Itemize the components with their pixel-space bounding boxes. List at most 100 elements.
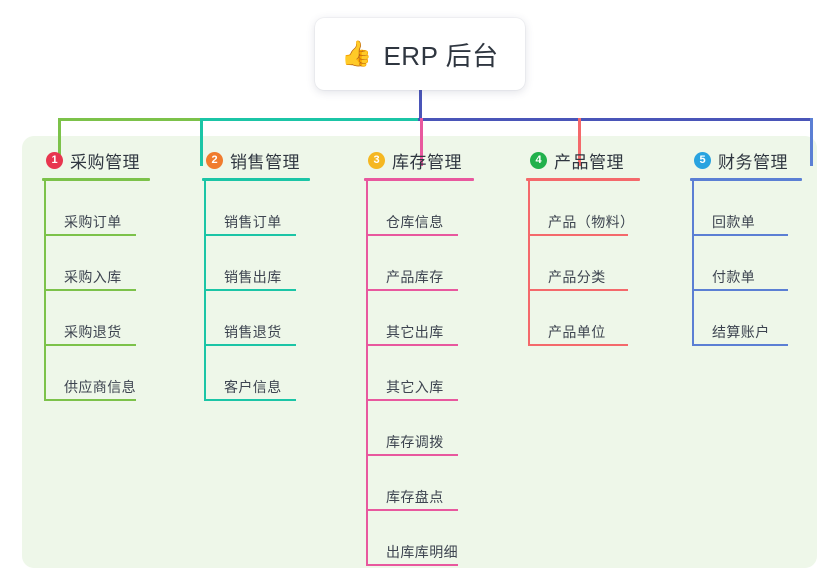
leaf-node[interactable]: 库存调拨 xyxy=(364,401,474,456)
column-rule-inventory xyxy=(364,178,474,181)
leaf-node-label: 产品分类 xyxy=(548,269,606,285)
column-rule-finance xyxy=(690,178,802,181)
leaf-node[interactable]: 仓库信息 xyxy=(364,181,474,236)
leaf-node-rule xyxy=(366,289,458,291)
leaf-node[interactable]: 产品分类 xyxy=(526,236,640,291)
leaf-node-rule xyxy=(366,399,458,401)
leaf-node-rule xyxy=(528,289,628,291)
leaf-node[interactable]: 结算账户 xyxy=(690,291,802,346)
column-items-purchase: 采购订单采购入库采购退货供应商信息 xyxy=(42,181,150,401)
leaf-node-label: 付款单 xyxy=(712,269,756,285)
leaf-node[interactable]: 销售出库 xyxy=(202,236,310,291)
leaf-node[interactable]: 销售订单 xyxy=(202,181,310,236)
column-title-finance: 财务管理 xyxy=(718,152,788,172)
leaf-node-label: 库存调拨 xyxy=(386,434,444,450)
leaf-node-rule xyxy=(204,289,296,291)
column-spine-sales xyxy=(204,181,206,401)
column-spine-product xyxy=(528,181,530,346)
leaf-node-rule xyxy=(204,399,296,401)
leaf-node-label: 产品（物料） xyxy=(548,214,635,230)
leaf-node-label: 仓库信息 xyxy=(386,214,444,230)
leaf-node-rule xyxy=(528,234,628,236)
leaf-node[interactable]: 产品库存 xyxy=(364,236,474,291)
column-header-sales[interactable]: 2 销售管理 xyxy=(202,148,310,172)
column-title-purchase: 采购管理 xyxy=(70,152,140,172)
column-items-product: 产品（物料） 产品分类产品单位 xyxy=(526,181,640,346)
leaf-node-rule xyxy=(692,289,788,291)
column-purchase: 1 采购管理采购订单采购入库采购退货供应商信息 xyxy=(42,148,150,401)
column-inventory: 3 库存管理仓库信息产品库存其它出库其它入库库存调拨库存盘点出库库明细 xyxy=(364,148,474,566)
leaf-node[interactable]: 出库库明细 xyxy=(364,511,474,566)
leaf-node-rule xyxy=(44,289,136,291)
leaf-node[interactable]: 采购订单 xyxy=(42,181,150,236)
leaf-node-label: 库存盘点 xyxy=(386,489,444,505)
column-spine-inventory xyxy=(366,181,368,566)
leaf-node-label: 出库库明细 xyxy=(386,544,458,560)
column-items-finance: 回款单付款单结算账户 xyxy=(690,181,802,346)
column-header-finance[interactable]: 5 财务管理 xyxy=(690,148,802,172)
column-badge-sales: 2 xyxy=(206,151,223,169)
diagram-background-panel xyxy=(22,136,817,568)
root-node-title: ERP 后台 xyxy=(383,40,499,71)
column-badge-finance: 5 xyxy=(694,151,711,169)
column-finance: 5 财务管理回款单付款单结算账户 xyxy=(690,148,802,346)
leaf-node-label: 采购订单 xyxy=(64,214,122,230)
column-badge-purchase: 1 xyxy=(46,151,63,169)
leaf-node-rule xyxy=(366,509,458,511)
leaf-node[interactable]: 客户信息 xyxy=(202,346,310,401)
leaf-node-rule xyxy=(528,344,628,346)
leaf-node-label: 采购退货 xyxy=(64,324,122,340)
column-title-sales: 销售管理 xyxy=(230,152,300,172)
leaf-node-rule xyxy=(44,344,136,346)
column-title-product: 产品管理 xyxy=(554,152,624,172)
connector-bus-teal xyxy=(200,118,420,121)
leaf-node[interactable]: 其它出库 xyxy=(364,291,474,346)
leaf-node-label: 结算账户 xyxy=(712,324,770,340)
thumbs-up-icon: 👍 xyxy=(341,39,373,68)
leaf-node-rule xyxy=(692,344,788,346)
column-items-inventory: 仓库信息产品库存其它出库其它入库库存调拨库存盘点出库库明细 xyxy=(364,181,474,566)
column-sales: 2 销售管理销售订单销售出库销售退货客户信息 xyxy=(202,148,310,401)
leaf-node-label: 销售订单 xyxy=(224,214,282,230)
column-rule-purchase xyxy=(42,178,150,181)
leaf-node-label: 回款单 xyxy=(712,214,756,230)
connector-bus-blue xyxy=(418,118,812,121)
leaf-node-rule xyxy=(366,454,458,456)
root-node-card[interactable]: 👍 ERP 后台 xyxy=(315,18,525,90)
leaf-node[interactable]: 其它入库 xyxy=(364,346,474,401)
leaf-node[interactable]: 库存盘点 xyxy=(364,456,474,511)
leaf-node[interactable]: 产品（物料） xyxy=(526,181,640,236)
column-header-product[interactable]: 4 产品管理 xyxy=(526,148,640,172)
leaf-node-label: 产品库存 xyxy=(386,269,444,285)
leaf-node-label: 供应商信息 xyxy=(64,379,136,395)
leaf-node[interactable]: 回款单 xyxy=(690,181,802,236)
column-rule-product xyxy=(526,178,640,181)
leaf-node-rule xyxy=(366,234,458,236)
column-badge-product: 4 xyxy=(530,151,547,169)
column-spine-finance xyxy=(692,181,694,346)
column-title-inventory: 库存管理 xyxy=(392,152,462,172)
connector-bus-green xyxy=(58,118,200,121)
leaf-node-label: 其它入库 xyxy=(386,379,444,395)
leaf-node-label: 销售出库 xyxy=(224,269,282,285)
column-header-inventory[interactable]: 3 库存管理 xyxy=(364,148,474,172)
leaf-node[interactable]: 销售退货 xyxy=(202,291,310,346)
leaf-node[interactable]: 供应商信息 xyxy=(42,346,150,401)
column-items-sales: 销售订单销售出库销售退货客户信息 xyxy=(202,181,310,401)
connector-trunk xyxy=(419,90,422,121)
column-badge-inventory: 3 xyxy=(368,151,385,169)
leaf-node[interactable]: 付款单 xyxy=(690,236,802,291)
root-node-content: 👍 ERP 后台 xyxy=(341,36,498,73)
leaf-node-label: 其它出库 xyxy=(386,324,444,340)
leaf-node[interactable]: 采购入库 xyxy=(42,236,150,291)
leaf-node-rule xyxy=(366,344,458,346)
column-header-purchase[interactable]: 1 采购管理 xyxy=(42,148,150,172)
column-spine-purchase xyxy=(44,181,46,401)
leaf-node-label: 销售退货 xyxy=(224,324,282,340)
leaf-node-rule xyxy=(692,234,788,236)
leaf-node[interactable]: 产品单位 xyxy=(526,291,640,346)
leaf-node[interactable]: 采购退货 xyxy=(42,291,150,346)
column-product: 4 产品管理产品（物料） 产品分类产品单位 xyxy=(526,148,640,346)
leaf-node-rule xyxy=(44,399,136,401)
leaf-node-label: 客户信息 xyxy=(224,379,282,395)
